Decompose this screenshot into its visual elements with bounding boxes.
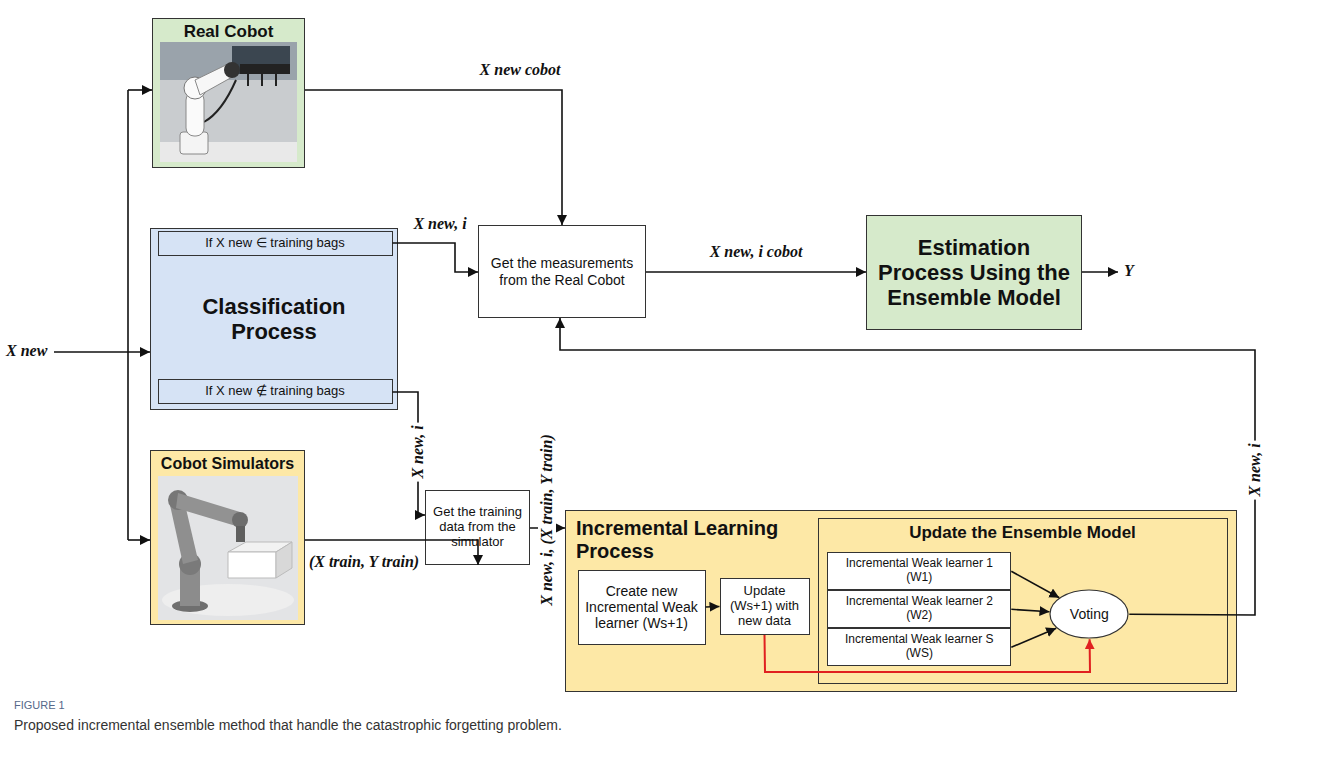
node-text: Classification Process	[187, 294, 362, 345]
figure-caption: Proposed incremental ensemble method tha…	[14, 717, 562, 733]
learner-box: Incremental Weak learner 1 (W1)	[827, 552, 1011, 590]
estimation-box: Estimation Process Using the Ensemble Mo…	[866, 215, 1082, 330]
edge-label: (X train, Y train)	[306, 553, 422, 571]
simulator-render	[158, 476, 298, 620]
edge-label: X new, i cobot	[707, 243, 806, 261]
ensemble-panel: Update the Ensemble ModelIncremental Wea…	[818, 518, 1228, 684]
node-text: Incremental Learning Process	[576, 517, 801, 563]
edge-label: X new, i, (X train, Y train)	[538, 431, 556, 608]
node-text: Incremental Weak learner 2 (W2)	[831, 595, 1007, 623]
process-box: Update (Ws+1) with new data	[720, 578, 810, 635]
node-text: Create new Incremental Weak learner (Ws+…	[583, 583, 701, 631]
edge-label: X new, i	[1246, 440, 1264, 499]
process-panel: Classification Process If X new ∈ trainin…	[150, 228, 398, 410]
node-text: Incremental Weak learner S (WS)	[831, 633, 1007, 661]
node-text: If X new ∉ training bags	[205, 384, 345, 399]
learner-box: Incremental Weak learner S (WS)	[827, 628, 1011, 666]
input-label: X new	[6, 342, 47, 360]
node-text: Get the measurements from the Real Cobot	[487, 255, 637, 287]
node-text: Update the Ensemble Model	[909, 523, 1136, 543]
node-text: Update (Ws+1) with new data	[724, 584, 806, 629]
node-text: Cobot Simulators	[161, 455, 294, 473]
output-label: Y	[1124, 262, 1134, 280]
edge-label: X new cobot	[477, 61, 564, 79]
node-text: If X new ∈ training bags	[205, 236, 345, 251]
process-box: Get the measurements from the Real Cobot	[478, 225, 646, 318]
output-arrow	[1082, 271, 1118, 273]
node-text: Get the training data from the simulator	[430, 505, 525, 550]
cobot-photo	[160, 42, 297, 162]
condition-box: If X new ∉ training bags	[158, 379, 393, 404]
learner-box: Incremental Weak learner 2 (W2)	[827, 590, 1011, 628]
input-arrows	[54, 90, 152, 540]
node-text: Estimation Process Using the Ensemble Mo…	[874, 235, 1074, 311]
voting-ellipse: Voting	[1049, 589, 1129, 639]
connector-arrow	[646, 271, 866, 273]
node-text: Voting	[1070, 606, 1109, 622]
edge-label: X new, i	[409, 422, 427, 481]
edge-label: X new, i	[410, 215, 469, 233]
figure-number: FIGURE 1	[14, 699, 65, 711]
node-text: Real Cobot	[184, 22, 274, 42]
process-box: Create new Incremental Weak learner (Ws+…	[578, 570, 706, 645]
node-text: Incremental Weak learner 1 (W1)	[831, 557, 1007, 585]
connector-arrow	[393, 243, 479, 272]
condition-box: If X new ∈ training bags	[158, 231, 393, 256]
process-panel: Incremental Learning ProcessCreate new I…	[565, 510, 1237, 692]
connector-arrow	[305, 90, 562, 225]
ellipse-shape	[1050, 590, 1128, 638]
